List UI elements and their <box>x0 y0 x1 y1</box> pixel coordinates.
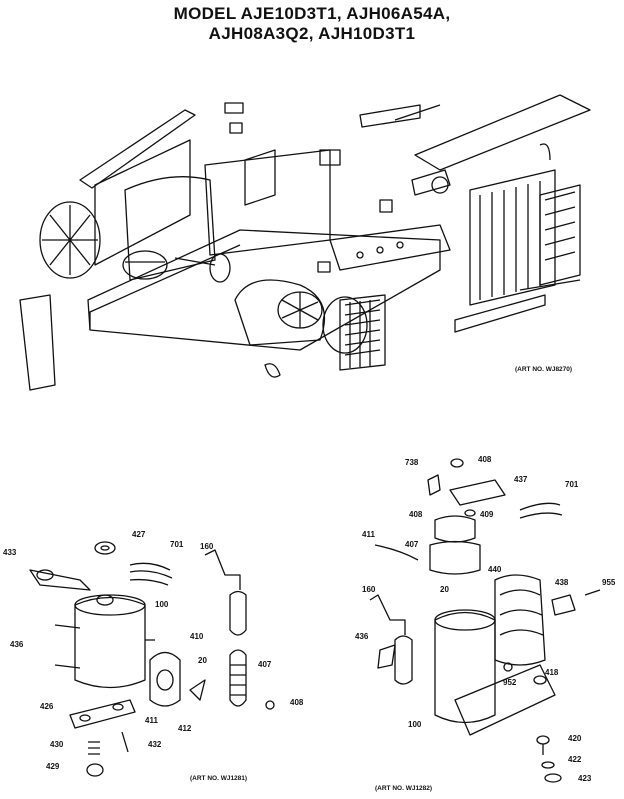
label-952: 952 <box>503 678 517 687</box>
terminal-cover-right <box>434 515 476 543</box>
label-410-left: 410 <box>190 632 204 641</box>
label-433: 433 <box>3 548 17 557</box>
diagram-title-line-1: MODEL AJE10D3T1, AJH06A54A, <box>173 4 451 23</box>
art-number-bottom-right: (ART NO. WJ1282) <box>375 785 433 792</box>
partition <box>204 149 331 256</box>
fan-blade <box>39 201 101 279</box>
wire-harness-left <box>129 562 173 586</box>
label-438: 438 <box>555 578 569 587</box>
label-20-right: 20 <box>440 585 449 594</box>
label-423: 423 <box>578 774 592 783</box>
coil-440 <box>494 574 546 666</box>
label-160-right: 160 <box>362 585 376 594</box>
label-701-left: 701 <box>170 540 184 549</box>
label-160-left: 160 <box>200 542 214 551</box>
label-430: 430 <box>50 740 64 749</box>
fan-shroud <box>124 176 216 281</box>
label-411-left: 411 <box>145 716 158 725</box>
fan-motor <box>122 250 168 280</box>
label-409: 409 <box>480 510 494 519</box>
accumulator-tube <box>204 549 241 590</box>
bulkhead <box>94 139 191 266</box>
label-436-right: 436 <box>355 632 369 641</box>
mount-plate-left <box>69 699 136 729</box>
blower-ring <box>322 296 368 354</box>
label-100-left: 100 <box>155 600 169 609</box>
label-436-left: 436 <box>10 640 24 649</box>
gasket-407 <box>229 649 247 707</box>
art-number-top: (ART NO. WJ8270) <box>515 366 573 373</box>
label-437: 437 <box>514 475 528 484</box>
label-418: 418 <box>545 668 559 677</box>
label-432: 432 <box>148 740 162 749</box>
control-box <box>244 149 276 206</box>
label-427: 427 <box>132 530 146 539</box>
label-20-left: 20 <box>198 656 207 665</box>
label-100-right: 100 <box>408 720 422 729</box>
condenser-coil <box>469 169 556 306</box>
side-panel <box>19 294 56 391</box>
label-440: 440 <box>488 565 502 574</box>
bracket-437 <box>449 479 506 506</box>
label-426: 426 <box>40 702 54 711</box>
label-408-a: 408 <box>478 455 492 464</box>
label-407-right: 407 <box>405 540 419 549</box>
label-411-right: 411 <box>362 530 375 539</box>
compressor-right <box>434 611 496 724</box>
gasket-right <box>429 540 481 575</box>
label-407-left: 407 <box>258 660 272 669</box>
label-408-left: 408 <box>290 698 304 707</box>
evaporator-coil <box>539 184 581 286</box>
control-panel <box>329 224 451 271</box>
blower-scroll <box>234 279 326 346</box>
terminal-cover-left <box>149 651 181 707</box>
label-422: 422 <box>568 755 582 764</box>
label-955: 955 <box>602 578 616 587</box>
filter-grille <box>339 294 386 371</box>
label-701-right: 701 <box>565 480 579 489</box>
label-429: 429 <box>46 762 60 771</box>
diagram-title-line-2: AJH08A3Q2, AJH10D3T1 <box>208 24 416 43</box>
label-420: 420 <box>568 734 582 743</box>
label-412: 412 <box>178 724 192 733</box>
bracket-433 <box>29 569 91 591</box>
mount-plate-right <box>454 664 556 736</box>
label-408-b: 408 <box>409 510 423 519</box>
top-cover <box>414 94 591 171</box>
compressor-left <box>74 596 146 689</box>
grommet-427 <box>94 541 116 555</box>
art-number-bottom-left: (ART NO. WJ1281) <box>190 775 248 782</box>
label-738: 738 <box>405 458 419 467</box>
spring-430 <box>88 741 100 755</box>
base-rail <box>454 294 546 333</box>
grommet-408 <box>450 458 464 468</box>
